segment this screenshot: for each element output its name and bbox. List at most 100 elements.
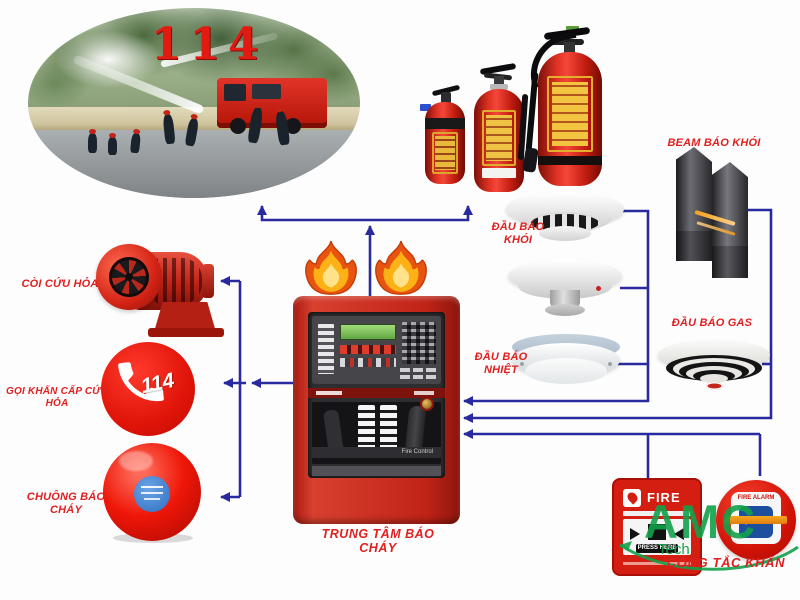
logo-subtext: Tech [658,541,690,558]
panel-lock [422,399,432,409]
photo-fire-truck [217,78,327,134]
siren-cap [202,264,214,298]
detector-cap [539,226,591,241]
bell-label [134,476,170,512]
siren-hub [125,273,133,281]
extinguisher-bracket [425,118,465,129]
brand-mark [414,391,434,395]
manual-call-point-square: FIRE PRESS HERE [612,478,702,576]
panel-bottom-sill [312,466,441,476]
extinguisher-valve [441,92,451,104]
bell-highlight [119,451,153,471]
panel-brand-strip [308,388,445,398]
heat-detector [512,334,620,390]
logo-wordmark: AMC [644,495,758,548]
phone-number: 114 [138,368,177,399]
arrow-right-glyph [630,528,640,540]
extinguisher-hose [525,71,539,153]
extinguisher-label [547,76,593,152]
panel-zone-leds [318,324,334,374]
fire-drill-photo: 114 [28,8,360,198]
terminal-block-column [380,405,397,457]
firefighter [107,133,117,156]
siren-bracket [154,302,216,332]
truck-wheel [285,117,302,134]
label-panel: TRUNG TÂM BÁO CHÁY [321,527,435,556]
panel-inner-strip: Fire Control [312,447,441,458]
panel-opening: Fire Control [308,312,445,478]
wire-beam-gas-bus [463,208,773,423]
callpoint-bottom-line [623,562,691,565]
panel-buttons-row [340,345,396,354]
bell-label-line [141,492,163,494]
label-bell: CHUÔNG BÁO CHÁY [26,491,106,516]
extinguisher-label [482,110,516,166]
smoke-detector-photoelectric [508,260,622,320]
extinguisher-group [414,26,614,192]
gas-ring [700,374,728,383]
fire-bell [103,443,201,545]
wire-top-to-photo [257,205,370,222]
label-gas: ĐẦU BÁO GAS [671,317,753,329]
extinguisher-label [432,132,458,174]
arrow-left-glyph [674,528,684,540]
detector-stem [550,290,580,308]
panel-display-module [312,316,441,384]
fire-control-panel: Fire Control [293,296,460,524]
siren-base [148,328,224,337]
round-callpoint-bar [725,516,787,524]
panel-text-marks [400,368,438,372]
bell-label-line [141,486,163,488]
brand-mark [316,391,342,395]
extinguisher-strap [538,156,602,165]
label-emergency-switch: CÔNG TẮC KHẨN [666,555,786,570]
fire-siren [96,236,228,340]
photo-hotline-number: 114 [150,19,267,71]
manual-call-point-round: FIRE ALARM PUSH [716,474,798,568]
extinguisher-large [522,26,614,192]
smoke-detector [506,188,624,246]
callpoint-face: PRESS HERE [623,519,691,555]
emergency-phone-icon: 114 [101,342,195,436]
callpoint-center-square [648,524,666,540]
water-spray-cloud [54,30,161,88]
panel-keypad [402,322,436,364]
gas-indicator [706,382,723,390]
beam-detector-unit [676,147,712,261]
round-callpoint-plate: FIRE ALARM PUSH [725,492,787,544]
extinguisher-valve [564,42,575,53]
extinguisher-valve [494,76,504,86]
label-emergency-call: GỌI KHẨN CẤP CỨU HỎA [5,386,109,409]
terminal-block-column [358,405,375,457]
panel-compartment: Fire Control [312,402,441,464]
phone-handset-icon [118,362,164,402]
extinguisher-nozzle [522,147,539,173]
flame-icon [375,240,427,295]
fire-control-text: Fire Control [401,449,433,455]
detector-dome [525,358,607,384]
siren-slots [154,258,202,304]
callpoint-dot-strip [623,511,691,516]
callpoint-header-text: FIRE [647,490,681,505]
extinguisher-tag [420,104,431,111]
truck-wheel [230,117,247,134]
round-callpoint-header: FIRE ALARM [737,495,775,501]
extinguisher-medium [468,62,530,192]
label-beam: BEAM BÁO KHÓI [667,137,761,149]
detector-led [596,286,601,291]
flame-icon [305,240,357,295]
extinguisher-small [420,84,470,188]
detector-screw [608,362,612,366]
truck-window [252,84,281,100]
truck-window [223,84,246,101]
flame-badge-glyph [625,490,640,505]
extinguisher-label-strip [482,168,516,178]
firefighter [87,129,97,154]
label-heat: ĐẦU BÁO NHIỆT [474,351,528,376]
label-smoke: ĐẦU BÁO KHÓI [491,221,545,246]
extinguisher-collar [490,84,508,90]
bell-label-line [144,498,160,500]
panel-buttons-row [340,358,396,367]
